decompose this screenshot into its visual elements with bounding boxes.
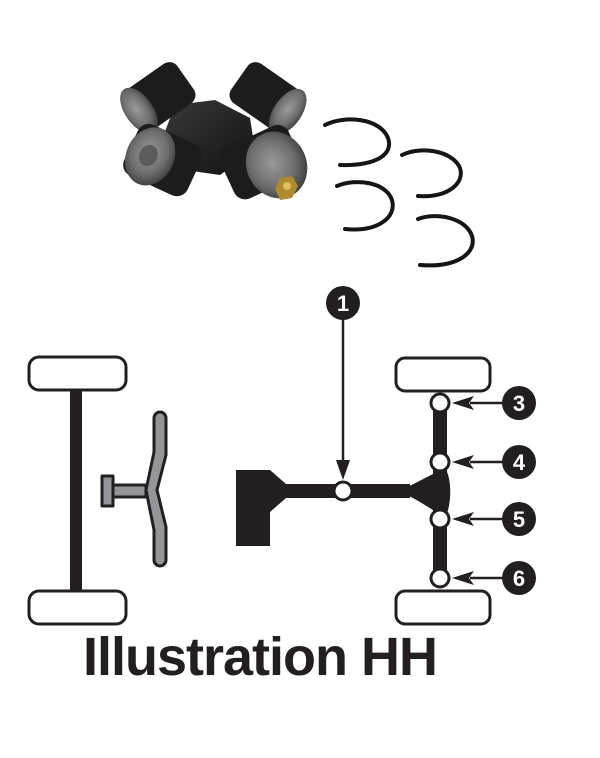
wheel-front-top <box>394 356 492 393</box>
u-joint-photo <box>120 62 475 268</box>
joint-6 <box>429 567 451 589</box>
joint-1-driveshaft <box>332 480 354 502</box>
svg-text:1: 1 <box>337 291 349 316</box>
svg-text:5: 5 <box>513 507 525 532</box>
wheel-rear-top <box>27 355 128 392</box>
arrow-head-icon <box>452 396 474 410</box>
snap-ring-4 <box>416 214 475 268</box>
illustration-caption: Illustration HH <box>82 627 438 687</box>
svg-text:4: 4 <box>513 450 526 475</box>
rear-axle <box>27 355 128 626</box>
joint-5 <box>429 508 451 530</box>
wheel-front-bottom <box>394 589 492 626</box>
wheel-rear-bottom <box>27 589 128 626</box>
snap-ring-2 <box>400 148 463 199</box>
callout-3: 3 <box>502 386 536 420</box>
front-axle-shaft <box>433 400 447 580</box>
snap-ring-1 <box>323 117 392 168</box>
steering-column <box>111 483 148 499</box>
arrow-head-icon <box>452 455 474 469</box>
callout-4: 4 <box>502 445 536 479</box>
callout-6: 6 <box>502 561 536 595</box>
steering-rim <box>144 410 168 568</box>
grease-fitting <box>275 176 298 200</box>
transmission <box>236 470 286 546</box>
svg-text:6: 6 <box>513 566 525 591</box>
leader-lines <box>336 318 505 585</box>
arrow-head-icon <box>336 460 350 480</box>
snap-rings <box>323 117 475 268</box>
callout-1: 1 <box>326 286 360 320</box>
steering-wheel <box>100 410 168 568</box>
arrow-head-icon <box>452 571 474 585</box>
arrow-head-icon <box>452 512 474 526</box>
callout-5: 5 <box>502 502 536 536</box>
joint-4 <box>429 451 451 473</box>
rear-axle-shaft <box>70 385 82 595</box>
steering-column-end <box>100 474 115 508</box>
snap-ring-3 <box>335 180 395 232</box>
u-joint-cross <box>120 62 308 200</box>
joint-3 <box>429 392 451 414</box>
svg-text:3: 3 <box>513 391 525 416</box>
